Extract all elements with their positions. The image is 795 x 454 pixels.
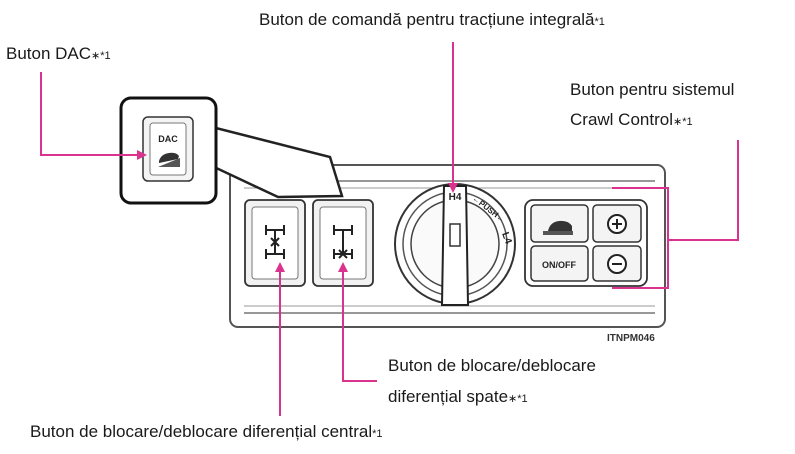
crawl-control-label-line2: Crawl Control∗*1 [570, 110, 693, 129]
rear-diff-label-line2: diferențial spate∗*1 [388, 387, 528, 406]
rear-diff-label-line1: Buton de blocare/deblocare [388, 356, 596, 375]
transfer-case-knob[interactable]: H4 ←PUSH← L4 [394, 183, 516, 306]
center-diff-footnote-mark: *1 [372, 428, 383, 440]
center-diff-icon [265, 225, 285, 259]
callout-arrows [137, 150, 458, 272]
awd-footnote-mark: *1 [594, 16, 605, 28]
crawl-mode-button[interactable] [530, 204, 589, 243]
crawl-footnote-mark: ∗*1 [672, 116, 693, 128]
rear-diff-footnote-mark: ∗*1 [508, 393, 528, 405]
callout-lines [40, 42, 739, 416]
crawl-speed-plus-button[interactable] [592, 204, 642, 243]
knob-h4-label: H4 [449, 192, 462, 203]
car-descent-icon [158, 152, 180, 167]
dac-callout-line [40, 72, 137, 156]
dac-button-text: DAC [158, 134, 178, 144]
crawl-speed-minus-button[interactable] [592, 245, 642, 282]
dac-button-label: Buton DAC∗*1 [6, 44, 111, 63]
rear-diff-callout-line [342, 272, 377, 382]
figure-code: ITNPM046 [607, 333, 655, 344]
crawl-bracket-line [612, 187, 669, 289]
rear-diff-icon [333, 225, 353, 259]
awd-switch-label: Buton de comandă pentru tracțiune integr… [259, 10, 605, 29]
crawl-callout-line [668, 140, 739, 241]
center-diff-lock-button[interactable] [244, 199, 306, 287]
dac-footnote-mark: ∗*1 [91, 50, 111, 62]
knob-l4-label: L4 [499, 231, 513, 246]
dac-button[interactable]: DAC [142, 116, 194, 182]
center-diff-label: Buton de blocare/deblocare diferențial c… [30, 422, 383, 441]
crawl-control-label-line1: Buton pentru sistemul [570, 80, 735, 99]
onoff-text: ON/OFF [542, 260, 576, 270]
crawl-vehicle-icon [543, 220, 573, 235]
crawl-onoff-button[interactable]: ON/OFF [530, 245, 589, 282]
